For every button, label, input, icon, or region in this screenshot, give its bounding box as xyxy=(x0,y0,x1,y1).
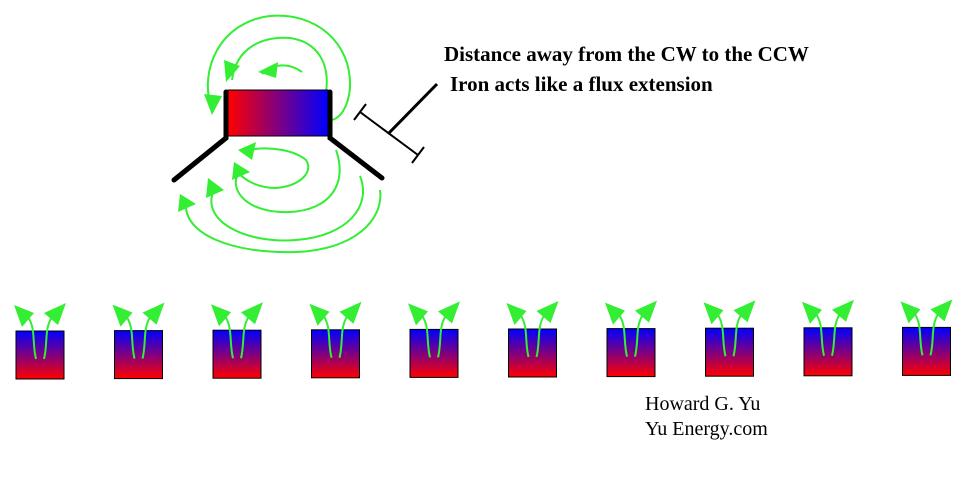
main-magnet-assembly xyxy=(171,14,439,254)
main-magnet-bar xyxy=(227,89,329,137)
flux-sprout xyxy=(618,314,628,357)
small-magnet-row xyxy=(14,299,953,380)
flux-arrowheads-bottom xyxy=(178,142,256,212)
arrowhead xyxy=(211,304,231,327)
arrowhead xyxy=(241,302,263,325)
arrowhead xyxy=(339,301,362,324)
small-magnet xyxy=(802,299,854,377)
distance-marker xyxy=(353,82,439,164)
arrowhead xyxy=(112,304,133,327)
arrowhead xyxy=(900,301,921,324)
flux-sprout xyxy=(240,315,250,359)
flux-lines-bottom xyxy=(184,147,382,254)
flux-sprout xyxy=(535,314,546,358)
flux-line xyxy=(237,147,310,190)
flux-sprout xyxy=(437,314,447,358)
arrowhead xyxy=(506,303,527,325)
iron-left xyxy=(171,89,229,183)
arrowhead xyxy=(232,162,250,180)
arrowhead xyxy=(635,300,657,323)
flux-arrowheads-top xyxy=(204,60,278,115)
flux-sprout xyxy=(125,316,136,359)
arrowhead xyxy=(703,302,724,325)
arrowhead xyxy=(408,303,428,326)
small-magnet-body xyxy=(311,329,360,379)
arrowhead xyxy=(832,299,854,322)
flux-sprout xyxy=(913,312,924,356)
caption-line-2: Iron acts like a flux extension xyxy=(450,72,713,96)
arrowhead xyxy=(178,194,196,212)
arrowhead xyxy=(733,300,756,323)
arrowhead xyxy=(802,301,822,324)
arrowhead xyxy=(142,302,165,325)
arrowhead xyxy=(206,178,224,198)
flux-sprout xyxy=(43,316,53,360)
distance-tick-top xyxy=(353,103,367,121)
flux-line xyxy=(184,189,382,254)
pointer-line xyxy=(386,82,439,136)
flux-line xyxy=(206,14,352,121)
small-magnet xyxy=(408,301,460,378)
small-magnet-body xyxy=(705,327,754,377)
small-magnet-body xyxy=(212,329,262,379)
small-magnet-body xyxy=(508,328,557,378)
arrowhead xyxy=(204,94,222,115)
flux-sprout xyxy=(519,314,530,358)
small-magnet-body xyxy=(606,328,656,378)
arrowhead xyxy=(238,142,256,160)
arrowhead xyxy=(438,301,460,324)
small-magnet-body xyxy=(803,327,853,377)
small-magnet xyxy=(703,300,756,377)
caption-line-1: Distance away from the CW to the CCW xyxy=(444,42,809,66)
flux-sprout xyxy=(634,314,644,357)
flux-sprout xyxy=(224,315,234,359)
flux-sprout xyxy=(716,313,727,357)
small-magnet xyxy=(211,302,263,379)
credit-site: Yu Energy.com xyxy=(645,418,768,440)
distance-tick-bottom xyxy=(411,146,425,164)
small-magnet-body xyxy=(15,330,65,380)
small-magnet xyxy=(14,303,66,380)
arrowhead xyxy=(14,305,34,327)
arrowhead xyxy=(309,303,330,326)
flux-sprout xyxy=(141,316,152,359)
small-magnet xyxy=(112,302,165,380)
iron-right xyxy=(327,89,385,181)
credit-name: Howard G. Yu xyxy=(645,393,761,415)
flux-sprout xyxy=(929,312,940,356)
arrowhead xyxy=(224,60,240,82)
flux-sprout xyxy=(322,315,333,359)
iron-pole-pieces xyxy=(171,89,385,183)
flux-sprout xyxy=(338,315,349,359)
flux-sprout xyxy=(831,313,841,357)
arrowhead xyxy=(605,302,625,325)
flux-sprout xyxy=(27,316,37,360)
flux-line xyxy=(210,175,365,242)
flux-line xyxy=(231,36,328,93)
arrowhead xyxy=(44,303,66,325)
small-magnet xyxy=(309,301,362,379)
flux-line xyxy=(234,149,341,214)
arrowhead xyxy=(536,301,559,323)
flux-sprout xyxy=(732,313,743,357)
small-magnet xyxy=(900,299,953,376)
small-magnet xyxy=(506,301,559,378)
arrowhead xyxy=(930,299,953,322)
small-magnet-body xyxy=(114,330,163,380)
flux-sprout xyxy=(421,314,431,358)
arrowhead xyxy=(258,62,278,78)
flux-sprout xyxy=(815,313,825,357)
small-magnet xyxy=(605,300,657,378)
small-magnet-body xyxy=(409,328,459,378)
small-magnet-body xyxy=(902,326,951,376)
